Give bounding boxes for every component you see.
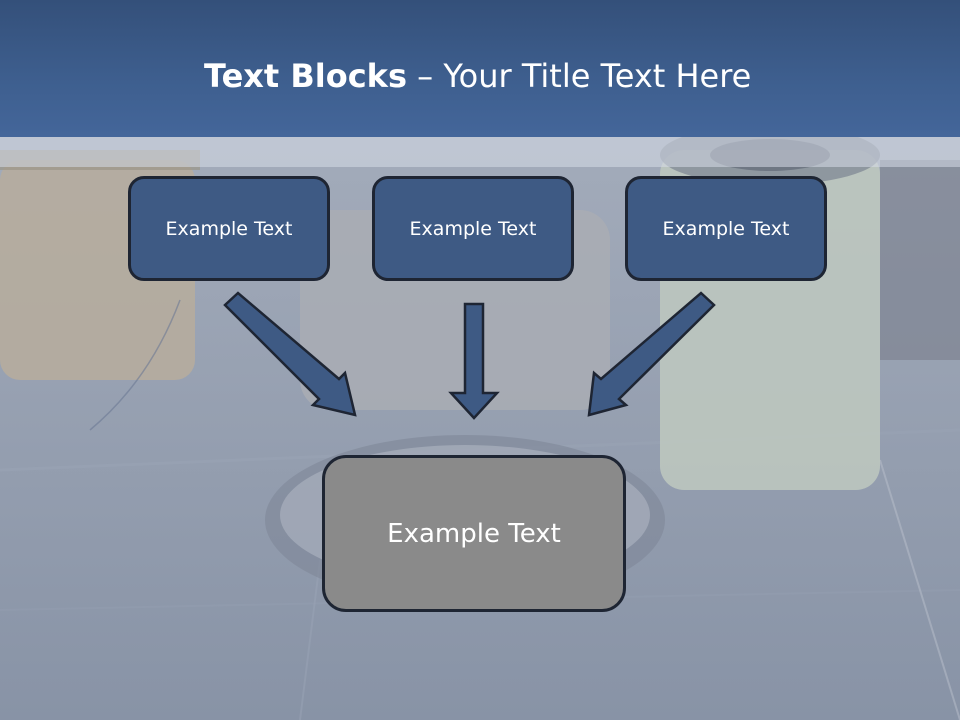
page-title: Text Blocks – Your Title Text Here — [204, 54, 751, 98]
title-rest: Your Title Text Here — [443, 57, 752, 95]
text-block-middle-label: Example Text — [409, 217, 537, 240]
text-block-left-label: Example Text — [165, 217, 293, 240]
title-dash: – — [407, 57, 444, 95]
text-block-middle[interactable]: Example Text — [372, 176, 574, 281]
header-band — [0, 137, 960, 167]
result-block-label: Example Text — [387, 518, 561, 549]
title-bold: Text Blocks — [204, 57, 407, 95]
result-block[interactable]: Example Text — [322, 455, 626, 612]
text-block-right[interactable]: Example Text — [625, 176, 827, 281]
text-block-left[interactable]: Example Text — [128, 176, 330, 281]
title-bar — [0, 0, 960, 137]
text-block-right-label: Example Text — [662, 217, 790, 240]
